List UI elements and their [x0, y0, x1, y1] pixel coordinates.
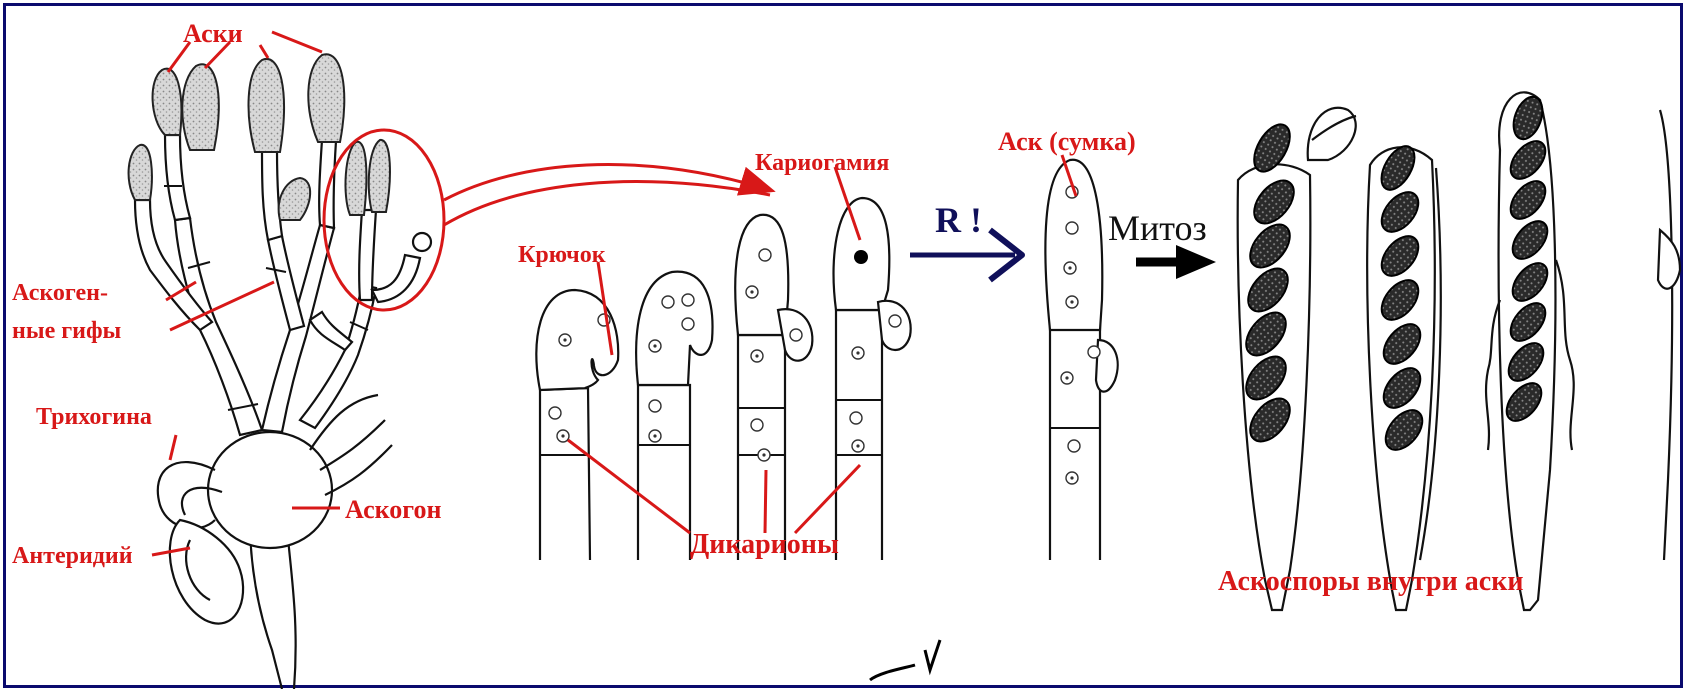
label-mitosis: Митоз [1108, 208, 1207, 248]
single-ascus [1045, 160, 1117, 560]
label-ascogenous-hyphae-line1: Аскоген- [12, 280, 108, 306]
label-ascospores: Аскоспоры внутри аски [1218, 566, 1523, 597]
label-ascus: Аск (сумка) [998, 127, 1136, 156]
label-ascogenous-hyphae-line2: ные гифы [12, 318, 122, 344]
label-antheridium: Антеридий [12, 543, 133, 569]
label-ascogon: Аскогон [345, 495, 441, 524]
ascus-club [249, 59, 284, 152]
ascus-club [182, 64, 219, 150]
ascus-club [308, 54, 344, 142]
ascus-club [153, 69, 182, 135]
asci-with-ascospores [1238, 92, 1680, 610]
label-trichogyne: Трихогина [36, 404, 152, 430]
ascogon-fruiting-structure [129, 54, 431, 689]
label-asci: Аски [183, 19, 243, 48]
label-meiosis: R ! [935, 200, 982, 240]
ascogon-cell [208, 432, 332, 548]
label-karyogamy: Кариогамия [755, 150, 889, 176]
label-hook: Крючок [518, 242, 606, 268]
label-dikaryons: Дикарионы [690, 529, 839, 560]
